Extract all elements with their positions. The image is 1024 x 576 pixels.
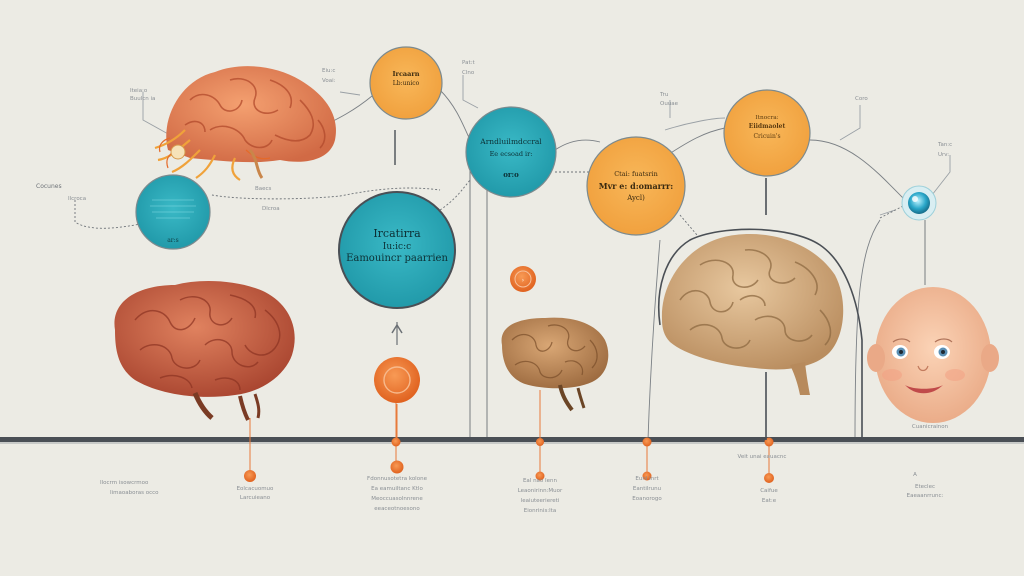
bubble-orange-mid-line1: Ctai: fuatsrin	[614, 170, 658, 178]
bubble-teal-mid-line3: or:o	[503, 170, 519, 179]
callout-4: Ilcroca	[68, 196, 86, 202]
callout-15: Urv:	[938, 152, 949, 158]
callout-labels: Iteia:o Buulcn ia Cocunes Ilcroca Baecs …	[36, 60, 952, 212]
bubble-teal-small-text: ar:s	[167, 237, 179, 244]
caption-1: Eolcacuomuo Larcuieano	[237, 486, 274, 501]
bubble-orange-mid[interactable]: Ctai: fuatsrin Mvr e: d:omarrr: Aycl)	[586, 136, 686, 236]
brain-tan-icon	[657, 228, 863, 440]
bubble-orange-mid-line3: Aycl)	[626, 194, 645, 202]
bubble-orange-right-line2: Eiidmaolet	[749, 123, 786, 130]
bubble-orange-top-line1: Ircaarn	[393, 70, 420, 78]
callout-13: Coro	[855, 96, 868, 102]
svg-text:Veit unai eauacnc: Veit unai eauacnc	[738, 454, 787, 460]
callout-11: Tru	[659, 92, 668, 98]
bubble-teal-mid-line1: Arndluilmdccral	[479, 137, 542, 146]
caption-6: Cuanicrainon A Eteclec Eaeaanrrunc:	[907, 424, 949, 499]
svg-text:Eat:e: Eat:e	[762, 498, 777, 504]
bubble-teal-large-line3: Eamouincr paarrien	[346, 253, 448, 264]
callout-14: Tan:c	[937, 142, 952, 148]
bubble-orange-right-line1: Itnocra:	[755, 115, 778, 121]
svg-text:eeaceotnoesono: eeaceotnoesono	[374, 506, 420, 512]
svg-text:Eionrinis:lta: Eionrinis:lta	[524, 508, 556, 514]
callout-5: Baecs	[255, 186, 272, 192]
svg-text:Ea eamuiltanc Ktlo: Ea eamuiltanc Ktlo	[371, 486, 423, 492]
svg-text:Iimaoaboras occo: Iimaoaboras occo	[110, 490, 159, 496]
svg-text:Meoccuasolnnrene: Meoccuasolnnrene	[371, 496, 423, 502]
callout-1: Iteia:o	[130, 88, 148, 94]
bubble-teal-large-line1: Ircatirra	[373, 227, 421, 240]
caption-4: Eunl Inrt Eantilrunu Eoanorogo	[632, 476, 662, 502]
timeline-markers	[244, 390, 774, 483]
callout-12: Ouuae	[660, 101, 679, 107]
bubble-teal-large[interactable]: Ircatirra Iu:ic:c Eamouincr paarrien	[338, 191, 456, 309]
svg-text:Eantilrunu: Eantilrunu	[633, 486, 661, 492]
bubble-orange-right-line3: Cricuin's	[753, 133, 780, 140]
svg-text:Leaonirinn:Muor: Leaonirinn:Muor	[518, 488, 563, 494]
svg-text:Eolcacuomuo: Eolcacuomuo	[237, 486, 274, 492]
svg-text:Eaeaanrrunc:: Eaeaanrrunc:	[907, 493, 944, 499]
brain-with-nerves-icon	[154, 66, 336, 181]
timeline	[0, 437, 1024, 444]
bubble-teal-small[interactable]: ar:s	[135, 174, 211, 250]
svg-text:Eteclec: Eteclec	[915, 484, 935, 490]
bubble-orange-top-line2: Lb:unico	[393, 80, 420, 87]
callout-9: Pat:t	[462, 60, 475, 66]
callout-7: Eiu:c	[322, 68, 335, 74]
bubble-teal-mid-line2: Ee ecsoad ir:	[490, 150, 533, 158]
callout-2: Buulcn ia	[130, 96, 155, 102]
svg-text:Ilocrm isowcrmoo: Ilocrm isowcrmoo	[100, 480, 149, 486]
svg-text:›: ›	[522, 277, 524, 284]
svg-text:Fdonnusotetra kolone: Fdonnusotetra kolone	[367, 476, 428, 482]
callout-8: Voai:	[322, 78, 336, 84]
bubble-teal-mid[interactable]: Arndluilmdccral Ee ecsoad ir: or:o	[465, 106, 557, 198]
bubble-orange-right[interactable]: Itnocra: Eiidmaolet Cricuin's	[723, 89, 811, 177]
brain-red-icon	[114, 280, 295, 442]
callout-6: Dlcroa	[262, 206, 280, 212]
orange-ring-marker	[374, 322, 420, 438]
brain-brown-icon	[501, 317, 609, 412]
caption-2: Fdonnusotetra kolone Ea eamuiltanc Ktlo …	[367, 476, 428, 512]
blue-orb-icon	[901, 185, 937, 221]
bubble-orange-mid-line2: Mvr e: d:omarrr:	[599, 181, 674, 191]
caption-5: Veit unai eauacnc Caifue Eat:e	[738, 454, 787, 504]
callout-3: Cocunes	[36, 183, 62, 190]
svg-text:Larcuieano: Larcuieano	[240, 495, 271, 501]
callout-10: Clno	[462, 70, 475, 76]
orange-small-dot: ›	[510, 266, 536, 292]
caption-0: Ilocrm isowcrmoo Iimaoaboras occo	[100, 480, 159, 496]
svg-text:A: A	[913, 472, 917, 478]
svg-text:leaiuteeriereti: leaiuteeriereti	[521, 498, 560, 504]
baby-face-icon	[867, 287, 999, 423]
svg-text:Cuanicrainon: Cuanicrainon	[912, 424, 949, 430]
svg-text:Eal nao Ienn: Eal nao Ienn	[523, 478, 558, 484]
bubble-teal-large-line2: Iu:ic:c	[383, 242, 411, 252]
dashed-connectors	[74, 171, 906, 236]
caption-3: Eal nao Ienn Leaonirinn:Muor leaiuteerie…	[518, 478, 563, 514]
svg-text:Eoanorogo: Eoanorogo	[632, 496, 662, 502]
svg-text:Caifue: Caifue	[760, 488, 778, 494]
bubble-orange-top[interactable]: Ircaarn Lb:unico	[369, 46, 443, 120]
svg-text:Eunl Inrt: Eunl Inrt	[635, 476, 659, 482]
connector-lines	[142, 75, 951, 441]
